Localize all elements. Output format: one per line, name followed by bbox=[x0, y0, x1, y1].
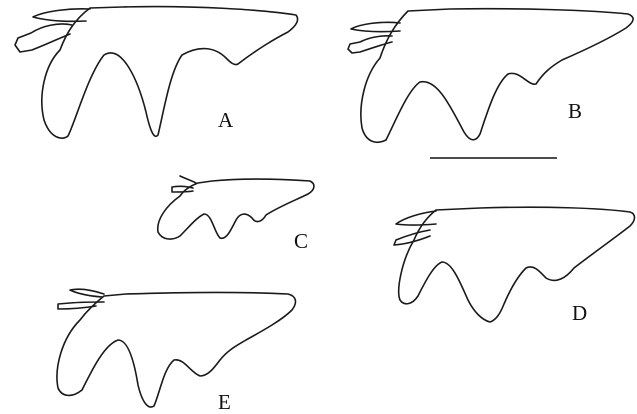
panel-c-label: C bbox=[294, 229, 308, 253]
panel-b-rostrum-lower bbox=[347, 35, 393, 54]
panel-d-label: D bbox=[572, 301, 587, 325]
panel-d-rostrum-upper bbox=[395, 210, 437, 226]
panel-b-rostrum-upper bbox=[350, 21, 401, 33]
panel-d-outline bbox=[397, 206, 636, 323]
panel-a-outline bbox=[41, 5, 299, 139]
panel-b-outline bbox=[360, 7, 634, 144]
panel-e-label: E bbox=[218, 390, 231, 414]
panel-c-rostrum-lower bbox=[171, 185, 194, 193]
panel-e-outline bbox=[56, 291, 297, 408]
panel-c: C bbox=[156, 175, 315, 253]
panel-e-rostrum-upper bbox=[69, 288, 105, 298]
panel-d: D bbox=[393, 206, 636, 325]
panel-d-rostrum-lower bbox=[393, 229, 431, 246]
panel-a-rostrum-lower bbox=[14, 23, 73, 53]
panel-c-rostrum-upper bbox=[179, 175, 197, 184]
panel-a-label: A bbox=[218, 108, 234, 132]
panel-b-label: B bbox=[568, 99, 582, 123]
panel-c-outline bbox=[156, 178, 315, 240]
panel-b: B bbox=[347, 7, 634, 144]
panel-a-rostrum-upper bbox=[32, 8, 91, 23]
panel-a: A bbox=[14, 5, 299, 139]
panel-e-rostrum-lower bbox=[57, 301, 105, 310]
panel-e: E bbox=[56, 288, 297, 414]
